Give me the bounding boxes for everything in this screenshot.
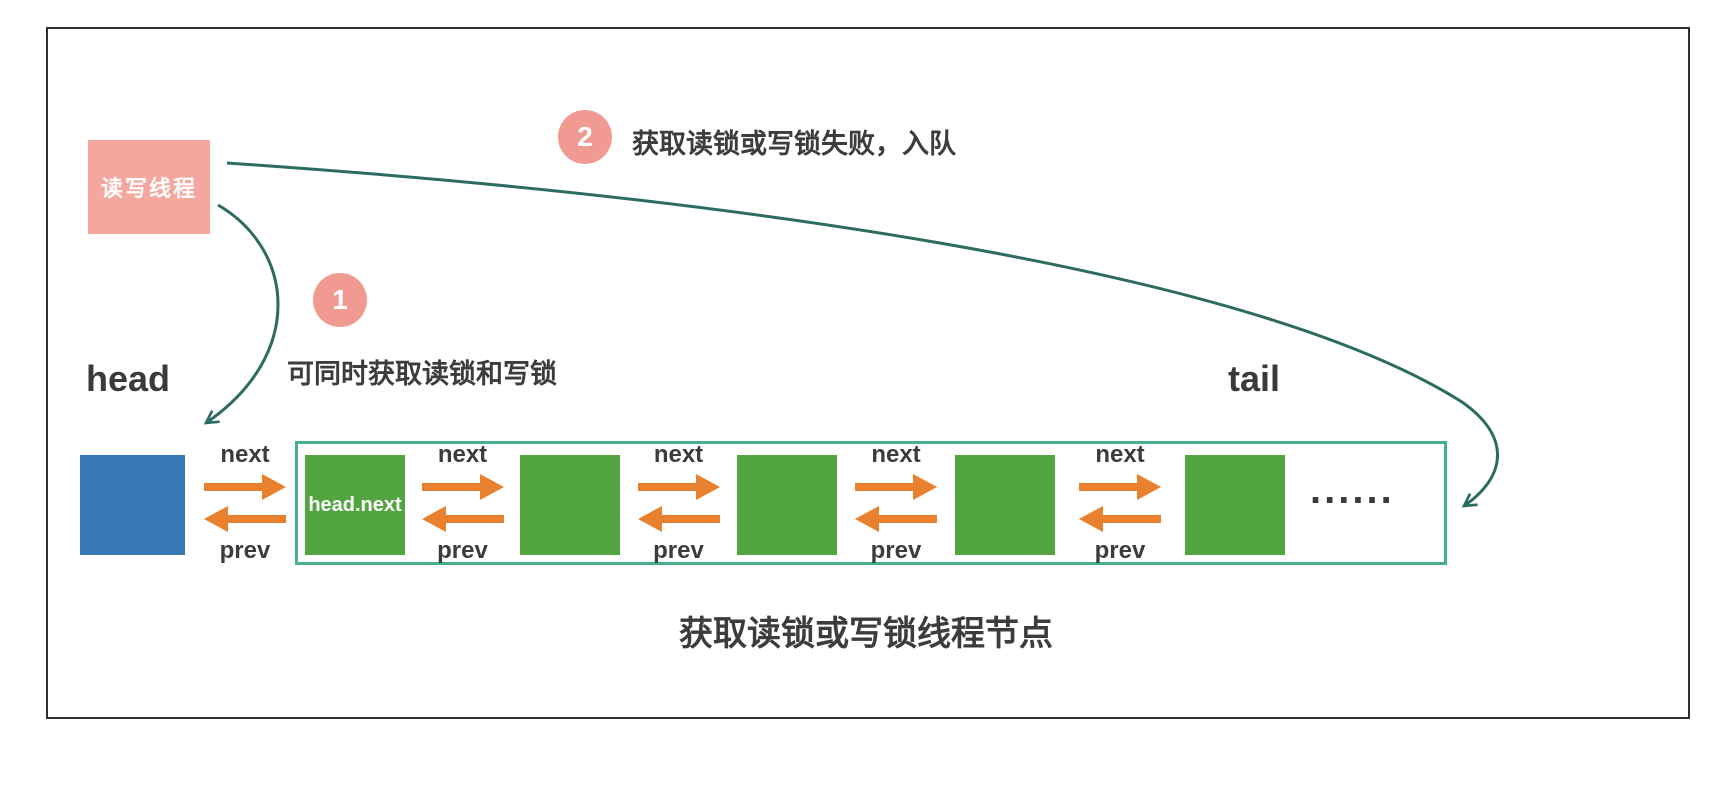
caption: 获取读锁或写锁线程节点 bbox=[679, 615, 1053, 653]
queue-node bbox=[1185, 455, 1285, 555]
next-arrow bbox=[204, 474, 286, 500]
queue-node bbox=[737, 455, 837, 555]
next-arrow bbox=[855, 474, 937, 500]
thread-box: 读写线程 bbox=[88, 140, 210, 234]
step-2-label: 获取读锁或写锁失败，入队 bbox=[632, 129, 956, 159]
link-arrows: next prev bbox=[620, 442, 737, 564]
next-arrow bbox=[421, 474, 504, 500]
prev-arrow bbox=[855, 506, 937, 532]
queue-node bbox=[520, 455, 620, 555]
ellipsis-label: ...... bbox=[1310, 468, 1395, 512]
link-arrows: next prev bbox=[185, 442, 305, 564]
link-arrows: next prev bbox=[837, 442, 955, 564]
link-arrows: next prev bbox=[1055, 442, 1185, 564]
queue-node-head-next: head.next bbox=[305, 455, 405, 555]
prev-label: prev bbox=[219, 537, 271, 564]
prev-arrow bbox=[1079, 506, 1161, 532]
prev-arrow bbox=[637, 506, 720, 532]
link-arrows: next prev bbox=[405, 442, 520, 564]
head-label: head bbox=[86, 358, 171, 399]
next-arrow bbox=[637, 474, 720, 500]
next-arrow bbox=[1079, 474, 1161, 500]
step-1-badge: 1 bbox=[313, 273, 367, 327]
prev-arrow bbox=[421, 506, 504, 532]
head-node bbox=[80, 455, 185, 555]
next-label: next bbox=[871, 441, 921, 468]
prev-label: prev bbox=[1094, 537, 1146, 564]
step-2-badge: 2 bbox=[558, 110, 612, 164]
next-label: next bbox=[437, 441, 488, 468]
step-1-label: 可同时获取读锁和写锁 bbox=[287, 359, 557, 389]
tail-label: tail bbox=[1228, 358, 1281, 399]
prev-label: prev bbox=[870, 537, 922, 564]
prev-label: prev bbox=[437, 537, 488, 564]
prev-arrow bbox=[204, 506, 286, 532]
next-label: next bbox=[1095, 441, 1145, 468]
queue-node bbox=[955, 455, 1055, 555]
next-label: next bbox=[220, 441, 270, 468]
prev-label: prev bbox=[653, 537, 704, 564]
next-label: next bbox=[653, 441, 704, 468]
